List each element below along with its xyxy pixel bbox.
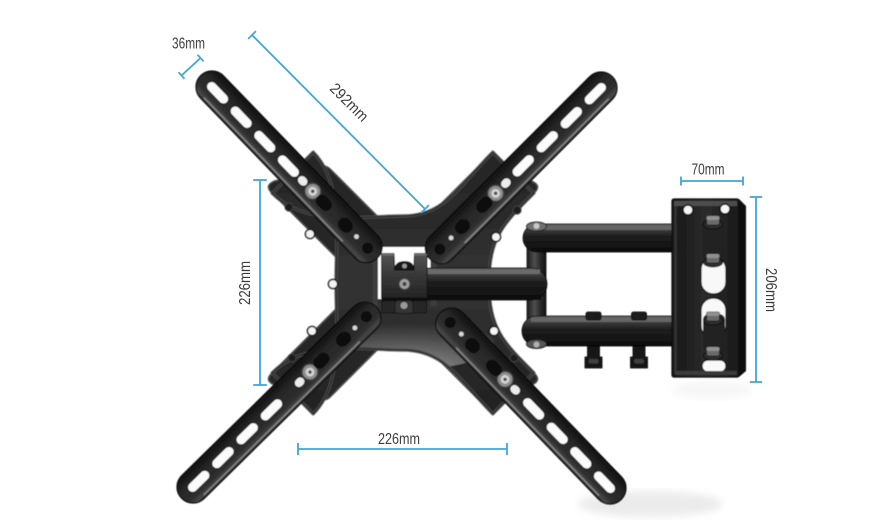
svg-text:226mm: 226mm (378, 431, 420, 448)
svg-text:226mm: 226mm (237, 261, 254, 305)
svg-text:36mm: 36mm (172, 36, 205, 53)
svg-text:206mm: 206mm (762, 268, 779, 312)
svg-text:292mm: 292mm (326, 80, 371, 125)
svg-text:70mm: 70mm (692, 162, 725, 179)
